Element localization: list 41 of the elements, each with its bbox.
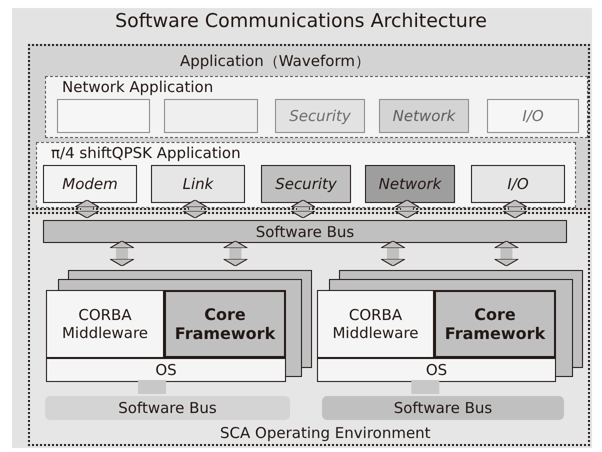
module-box: I/O [487, 99, 579, 133]
stacked-card [314, 268, 584, 385]
double-arrow [222, 240, 248, 266]
bus-bar: Software Bus [43, 220, 567, 243]
layer-box: OS [46, 358, 286, 382]
double-arrow [394, 200, 420, 218]
bus-bar: Software Bus [322, 396, 564, 420]
module-box [164, 99, 258, 133]
double-arrow [182, 200, 208, 218]
double-arrow [110, 240, 134, 266]
group-box [28, 212, 590, 446]
layer-box: Core Framework [164, 290, 286, 358]
group-title: Application（Waveform） [180, 52, 370, 70]
module-box: Security [275, 99, 365, 133]
layer-box: Core Framework [434, 290, 556, 358]
double-arrow [380, 240, 406, 266]
group-title: Network Application [62, 78, 214, 96]
group-box [36, 142, 576, 208]
title: Software Communications Architecture [114, 10, 488, 32]
module-box [57, 99, 150, 133]
layer-box: CORBA Middleware [317, 290, 434, 358]
group-title: π/4 shiftQPSK Application [51, 144, 241, 162]
bus-bar: Software Bus [45, 396, 290, 420]
module-box: Security [261, 165, 351, 203]
layer-box: OS [317, 358, 556, 382]
double-arrow [74, 200, 100, 218]
module-box: Modem [43, 165, 137, 203]
double-arrow [290, 200, 316, 218]
double-arrow [494, 240, 519, 266]
module-box: Network [379, 99, 469, 133]
connector-bar [138, 380, 166, 394]
group-title: SCA Operating Environment [220, 424, 431, 442]
layer-box: CORBA Middleware [46, 290, 164, 358]
module-box: Link [151, 165, 245, 203]
double-arrow [502, 200, 528, 218]
module-box: I/O [471, 165, 565, 203]
module-box: Network [365, 165, 455, 203]
connector-bar [411, 380, 440, 394]
group-box [45, 76, 588, 138]
group-box [28, 44, 590, 210]
stacked-card [43, 268, 313, 385]
